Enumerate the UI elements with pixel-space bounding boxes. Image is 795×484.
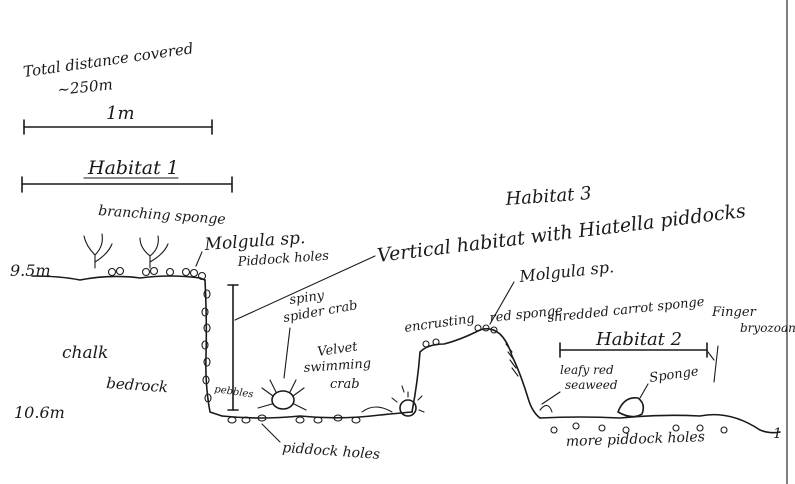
scale-label: 1m xyxy=(106,103,135,124)
molgula-blobs-left xyxy=(107,266,207,281)
finger-bryozoan-drawing xyxy=(707,345,719,383)
habitat-1-bar xyxy=(21,176,233,193)
piddock-holes-bottom-pointer xyxy=(261,423,281,443)
finger-bryozoan-label-2: bryozoan xyxy=(740,321,795,335)
habitat-3-vertical-marker xyxy=(227,255,376,411)
shredded-carrot-sponge-label: shredded carrot sponge xyxy=(547,295,706,326)
depth-bottom-label: 10.6m xyxy=(14,403,65,422)
habitat-3-description: Vertical habitat with Hiatella piddocks xyxy=(376,200,747,267)
sponge-pointer xyxy=(639,383,649,399)
rock-mound xyxy=(411,327,541,419)
lower-pebbles xyxy=(227,406,393,424)
total-distance-line2: ~250m xyxy=(57,75,114,99)
molgula-label-2: Molgula sp. xyxy=(517,257,614,286)
piddock-holes-top-label: Piddock holes xyxy=(236,249,330,270)
branching-sponge-drawing xyxy=(83,233,169,269)
finger-bryozoan-label-1: Finger xyxy=(711,305,757,320)
spider-crab-drawing xyxy=(257,379,307,411)
more-piddock-holes-label: more piddock holes xyxy=(566,429,706,450)
chalk-label: chalk xyxy=(62,343,108,363)
habitat-2-bar xyxy=(559,342,708,358)
piddock-holes-bottom-label: piddock holes xyxy=(282,440,381,463)
habitat-1-label: Habitat 1 xyxy=(87,157,179,179)
velvet-crab-label-1: Velvet xyxy=(316,339,359,360)
branching-sponge-label: branching sponge xyxy=(98,203,226,228)
spiny-spider-crab-label-1: spiny xyxy=(288,288,325,308)
scale-bar xyxy=(23,119,213,135)
shredded-carrot-sponge-drawing xyxy=(505,343,519,377)
upper-seabed-line xyxy=(31,275,206,281)
encrusting-label: encrusting xyxy=(403,311,475,336)
molgula-pointer-1 xyxy=(195,251,203,267)
velvet-crab-label-2: swimming xyxy=(303,356,371,376)
habitat-3-label: Habitat 3 xyxy=(504,183,592,210)
velvet-crab-label-3: crab xyxy=(330,377,360,392)
velvet-crab-drawing xyxy=(391,385,425,417)
vertical-cliff-face xyxy=(204,279,223,417)
encrusting-sponge-blobs xyxy=(422,324,498,348)
bedrock-label: bedrock xyxy=(106,374,169,396)
molgula-pointer-2 xyxy=(489,281,515,325)
edge-mark: 1 xyxy=(773,426,782,442)
depth-top-label: 9.5m xyxy=(10,261,51,280)
pebbles-label: pebbles xyxy=(214,384,255,400)
leafy-red-seaweed-drawing xyxy=(539,391,561,413)
right-piddock-holes xyxy=(550,422,728,434)
sponge-drawing xyxy=(617,396,645,418)
cliff-piddock-holes xyxy=(201,289,212,403)
lower-seabed-line-left xyxy=(221,411,413,419)
lower-seabed-line-right xyxy=(539,413,781,434)
spider-crab-pointer xyxy=(283,327,291,379)
leafy-red-label-2: seaweed xyxy=(565,378,618,392)
habitat-2-label: Habitat 2 xyxy=(595,329,682,350)
sponge-label: Sponge xyxy=(648,364,699,386)
leafy-red-label-1: leafy red xyxy=(560,363,614,377)
